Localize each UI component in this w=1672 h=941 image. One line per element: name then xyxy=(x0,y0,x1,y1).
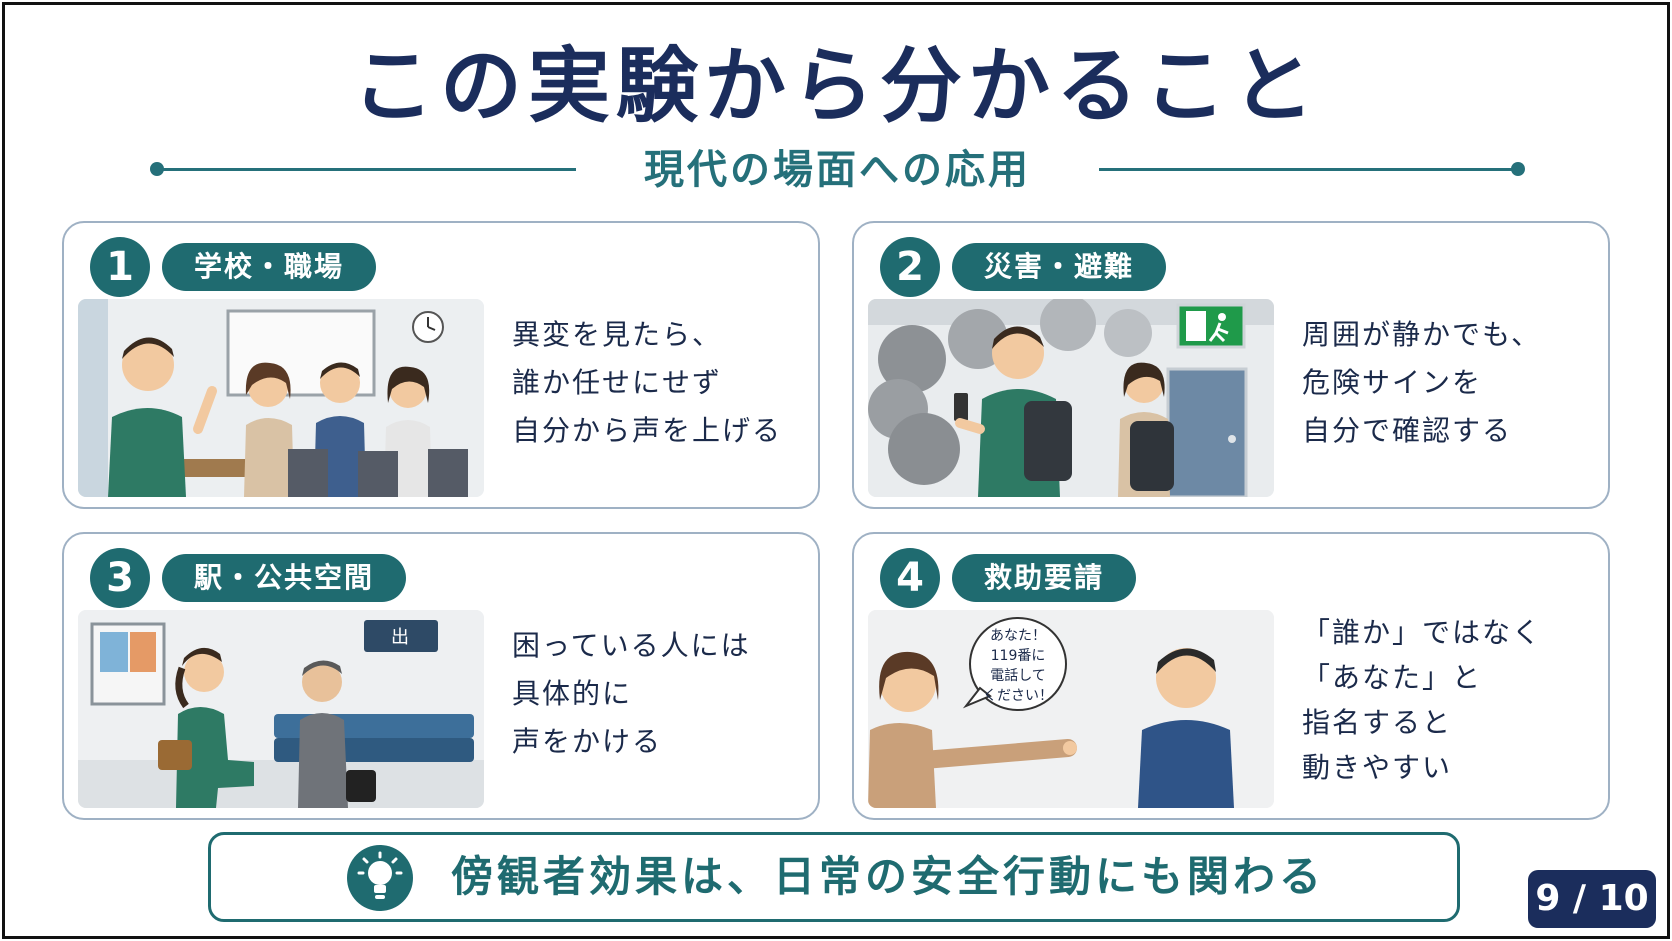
card-text-line: 周囲が静かでも、 xyxy=(1302,318,1542,351)
card-text-line: 危険サインを xyxy=(1302,366,1483,399)
speech-bubble-line: 電話して xyxy=(990,667,1046,684)
card-text-line: 困っている人には xyxy=(512,629,751,662)
lightbulb-icon xyxy=(347,845,413,911)
divider-line-left xyxy=(158,168,576,171)
illustration-school-meeting xyxy=(78,299,484,497)
card-text: 困っている人には 具体的に 声をかける xyxy=(512,622,804,766)
card-disaster-evacuation: 2 災害・避難 xyxy=(852,221,1610,509)
divider-line-right xyxy=(1099,168,1517,171)
page-number-badge: 9 / 10 xyxy=(1528,870,1656,928)
card-text: 「誰か」ではなく 「あなた」と 指名すると 動きやすい xyxy=(1302,610,1594,790)
page-subtitle: 現代の場面への応用 xyxy=(644,147,1031,193)
illustration-station-help: 出 xyxy=(78,610,484,808)
card-text-line: 「誰か」ではなく xyxy=(1302,616,1543,649)
card-text-line: 自分で確認する xyxy=(1302,414,1513,447)
card-tag: 救助要請 xyxy=(952,554,1137,602)
card-text-line: 動きやすい xyxy=(1302,751,1453,784)
card-number: 1 xyxy=(90,237,150,297)
card-rescue-request: 4 救助要請 あなた！ 119番に 電話して ください！ 「誰か」ではなく 「あ… xyxy=(852,532,1610,820)
card-station-public-space: 3 駅・公共空間 出 困っている人には 具体的に 声をかける xyxy=(62,532,820,820)
card-text-line: 声をかける xyxy=(512,725,663,758)
divider-dot-right xyxy=(1511,162,1525,176)
illustration-smoke-evacuation xyxy=(868,299,1274,497)
card-number: 3 xyxy=(90,548,150,608)
card-text-line: 自分から声を上げる xyxy=(512,414,783,447)
subtitle-row: 現代の場面への応用 xyxy=(150,140,1525,200)
card-text-line: 指名すると xyxy=(1302,706,1453,739)
card-text: 周囲が静かでも、 危険サインを 自分で確認する xyxy=(1302,311,1594,455)
speech-bubble-line: ください！ xyxy=(983,688,1053,704)
station-sign-text: 出 xyxy=(391,627,409,648)
card-text-line: 異変を見たら、 xyxy=(512,318,723,351)
exit-sign-icon xyxy=(1176,303,1246,349)
divider-dot-left xyxy=(150,162,164,176)
card-text-line: 「あなた」と xyxy=(1302,661,1483,694)
card-text: 異変を見たら、 誰か任せにせず 自分から声を上げる xyxy=(512,311,804,455)
card-number: 4 xyxy=(880,548,940,608)
card-tag: 災害・避難 xyxy=(952,243,1167,291)
card-school-workplace: 1 学校・職場 異変を見たら xyxy=(62,221,820,509)
card-number: 2 xyxy=(880,237,940,297)
bottom-message-bar: 傍観者効果は、日常の安全行動にも関わる xyxy=(208,832,1460,922)
page-title: この実験から分かること xyxy=(351,39,1320,134)
card-text-line: 具体的に xyxy=(512,677,633,710)
bottom-message: 傍観者効果は、日常の安全行動にも関わる xyxy=(451,852,1326,901)
illustration-pointing-request: あなた！ 119番に 電話して ください！ xyxy=(868,610,1274,808)
speech-bubble-line: あなた！ xyxy=(990,628,1046,644)
card-tag: 学校・職場 xyxy=(162,243,377,291)
card-tag: 駅・公共空間 xyxy=(162,554,407,602)
card-text-line: 誰か任せにせず xyxy=(512,366,723,399)
speech-bubble-line: 119番に xyxy=(991,648,1046,664)
